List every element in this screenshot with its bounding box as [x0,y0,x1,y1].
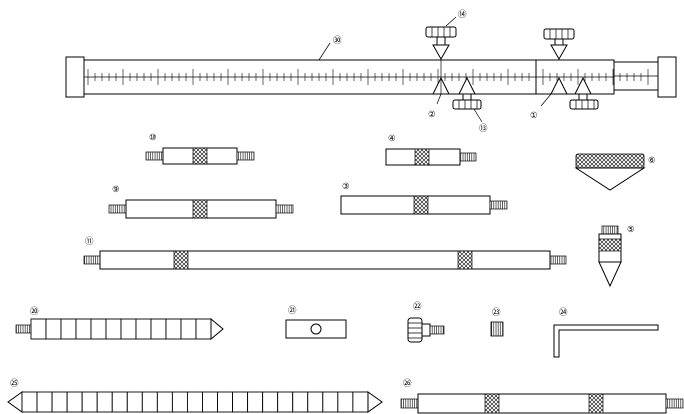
extension-rod-10: ⑩ [145,132,255,165]
extension-rod-26: ㉖ [400,378,684,414]
label-part-13: ⑬ [479,123,488,133]
clamp-block-2: ② [428,60,450,119]
label-part-2: ② [428,109,436,119]
label-part-22: ㉒ [413,301,422,311]
label-part-11: ⑪ [85,236,94,246]
extension-rod-11: ⑪ [83,236,567,270]
label-part-20: ⑳ [30,306,39,316]
pointed-tip-5: ⑤ [598,224,635,288]
cone-tip-6: ⑥ [574,153,656,191]
segmented-pointer-20: ⑳ [15,306,224,341]
label-part-1: ① [530,110,538,120]
label-part-3: ③ [342,181,350,191]
label-part-24: ㉔ [559,307,568,317]
label-part-9: ⑨ [112,184,120,194]
label-part-14: ⑭ [458,9,467,19]
thumb-screw-13: ⑬ [452,76,488,133]
ruler-scale-ticks [87,69,649,85]
label-part-6: ⑥ [648,155,656,165]
extension-rod-3: ③ [340,181,508,215]
sliding-carriage: ① [530,28,599,120]
ruler-beam: ㉚ [65,35,677,98]
label-part-10: ⑩ [149,132,157,142]
label-part-26: ㉖ [403,378,412,388]
hole-block-21: ㉑ [285,305,347,339]
thumb-screw-14: ⑭ [425,9,467,61]
label-part-25: ㉕ [10,378,19,388]
label-part-5: ⑤ [627,224,635,234]
hex-key-24: ㉔ [553,307,659,358]
extension-rod-4: ④ [385,133,477,166]
extension-rod-9: ⑨ [108,184,294,219]
label-part-23: ㉓ [492,307,501,317]
label-part-30: ㉚ [333,35,342,45]
knob-screw-22: ㉒ [407,301,445,343]
label-part-21: ㉑ [288,305,297,315]
set-screw-23: ㉓ [490,307,504,337]
segmented-bar-25: ㉕ [7,378,383,413]
label-part-4: ④ [388,133,396,143]
